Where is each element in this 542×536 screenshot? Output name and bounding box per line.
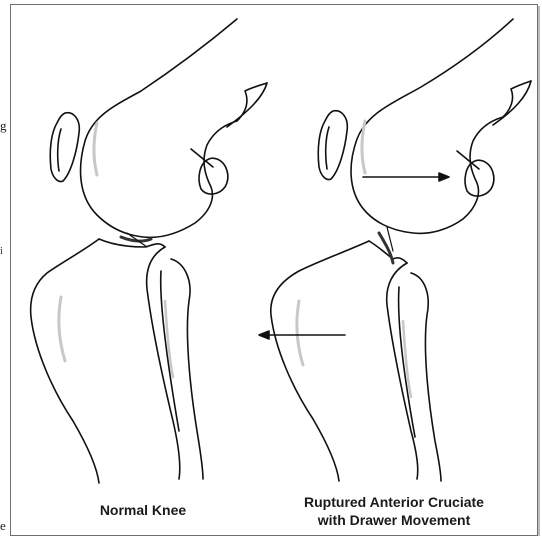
tibia-back [387, 263, 418, 479]
patella [318, 111, 347, 180]
knee-illustration [11, 5, 537, 535]
femur-arrow [363, 173, 449, 181]
tibia-back [147, 247, 180, 479]
diagram-frame: Normal Knee Ruptured Anterior Cruciate w… [10, 4, 538, 536]
ruptured-knee-drawing [259, 19, 531, 481]
normal-knee-label: Normal Knee [73, 501, 213, 519]
fabella [199, 158, 228, 194]
margin-text-fragment: i [0, 246, 3, 257]
femur [351, 19, 531, 233]
margin-text-fragment: g [0, 118, 7, 134]
ruptured-ligament [379, 233, 393, 263]
fibula [171, 259, 203, 479]
patella [50, 113, 79, 182]
patella-inner [58, 129, 61, 171]
tibia-arrow [259, 331, 345, 339]
ruptured-knee-label: Ruptured Anterior Cruciate with Drawer M… [259, 493, 529, 529]
page-edge [0, 0, 10, 536]
femur [81, 19, 267, 237]
tibia [271, 241, 369, 481]
fabella [465, 160, 494, 196]
margin-text-fragment: e [0, 518, 6, 534]
ruptured-label-line2: with Drawer Movement [259, 511, 529, 529]
ruptured-label-line1: Ruptured Anterior Cruciate [259, 493, 529, 511]
normal-knee-drawing [31, 19, 267, 483]
